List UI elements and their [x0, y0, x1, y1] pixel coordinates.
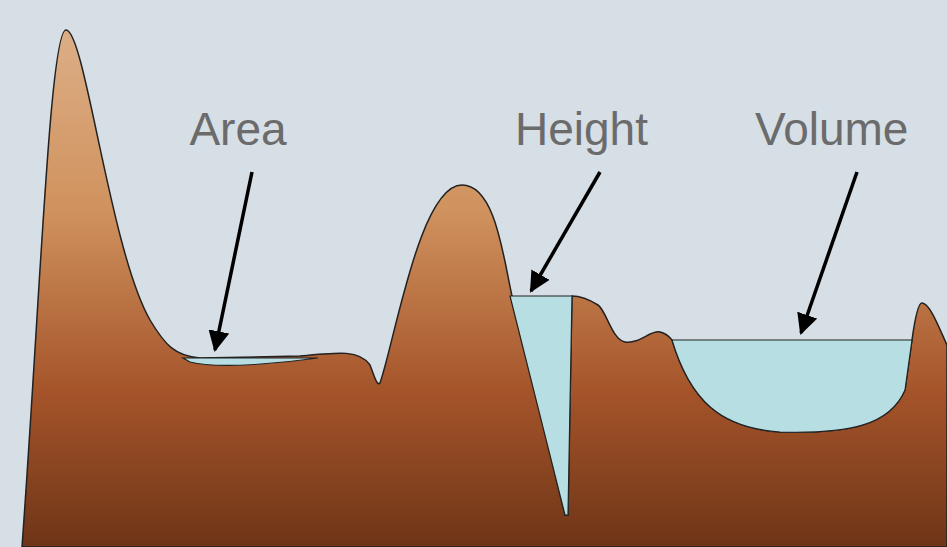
deep-lake [510, 296, 572, 515]
leader-arrow [215, 172, 252, 350]
leader-arrow [801, 172, 857, 333]
terrain [22, 30, 947, 547]
shallow-lake [183, 358, 318, 365]
leader-arrow [531, 172, 600, 291]
quantity-label: Area [189, 106, 286, 152]
wide-lake [672, 340, 912, 432]
quantity-label: Volume [755, 106, 908, 152]
quantity-label: Height [515, 106, 648, 152]
